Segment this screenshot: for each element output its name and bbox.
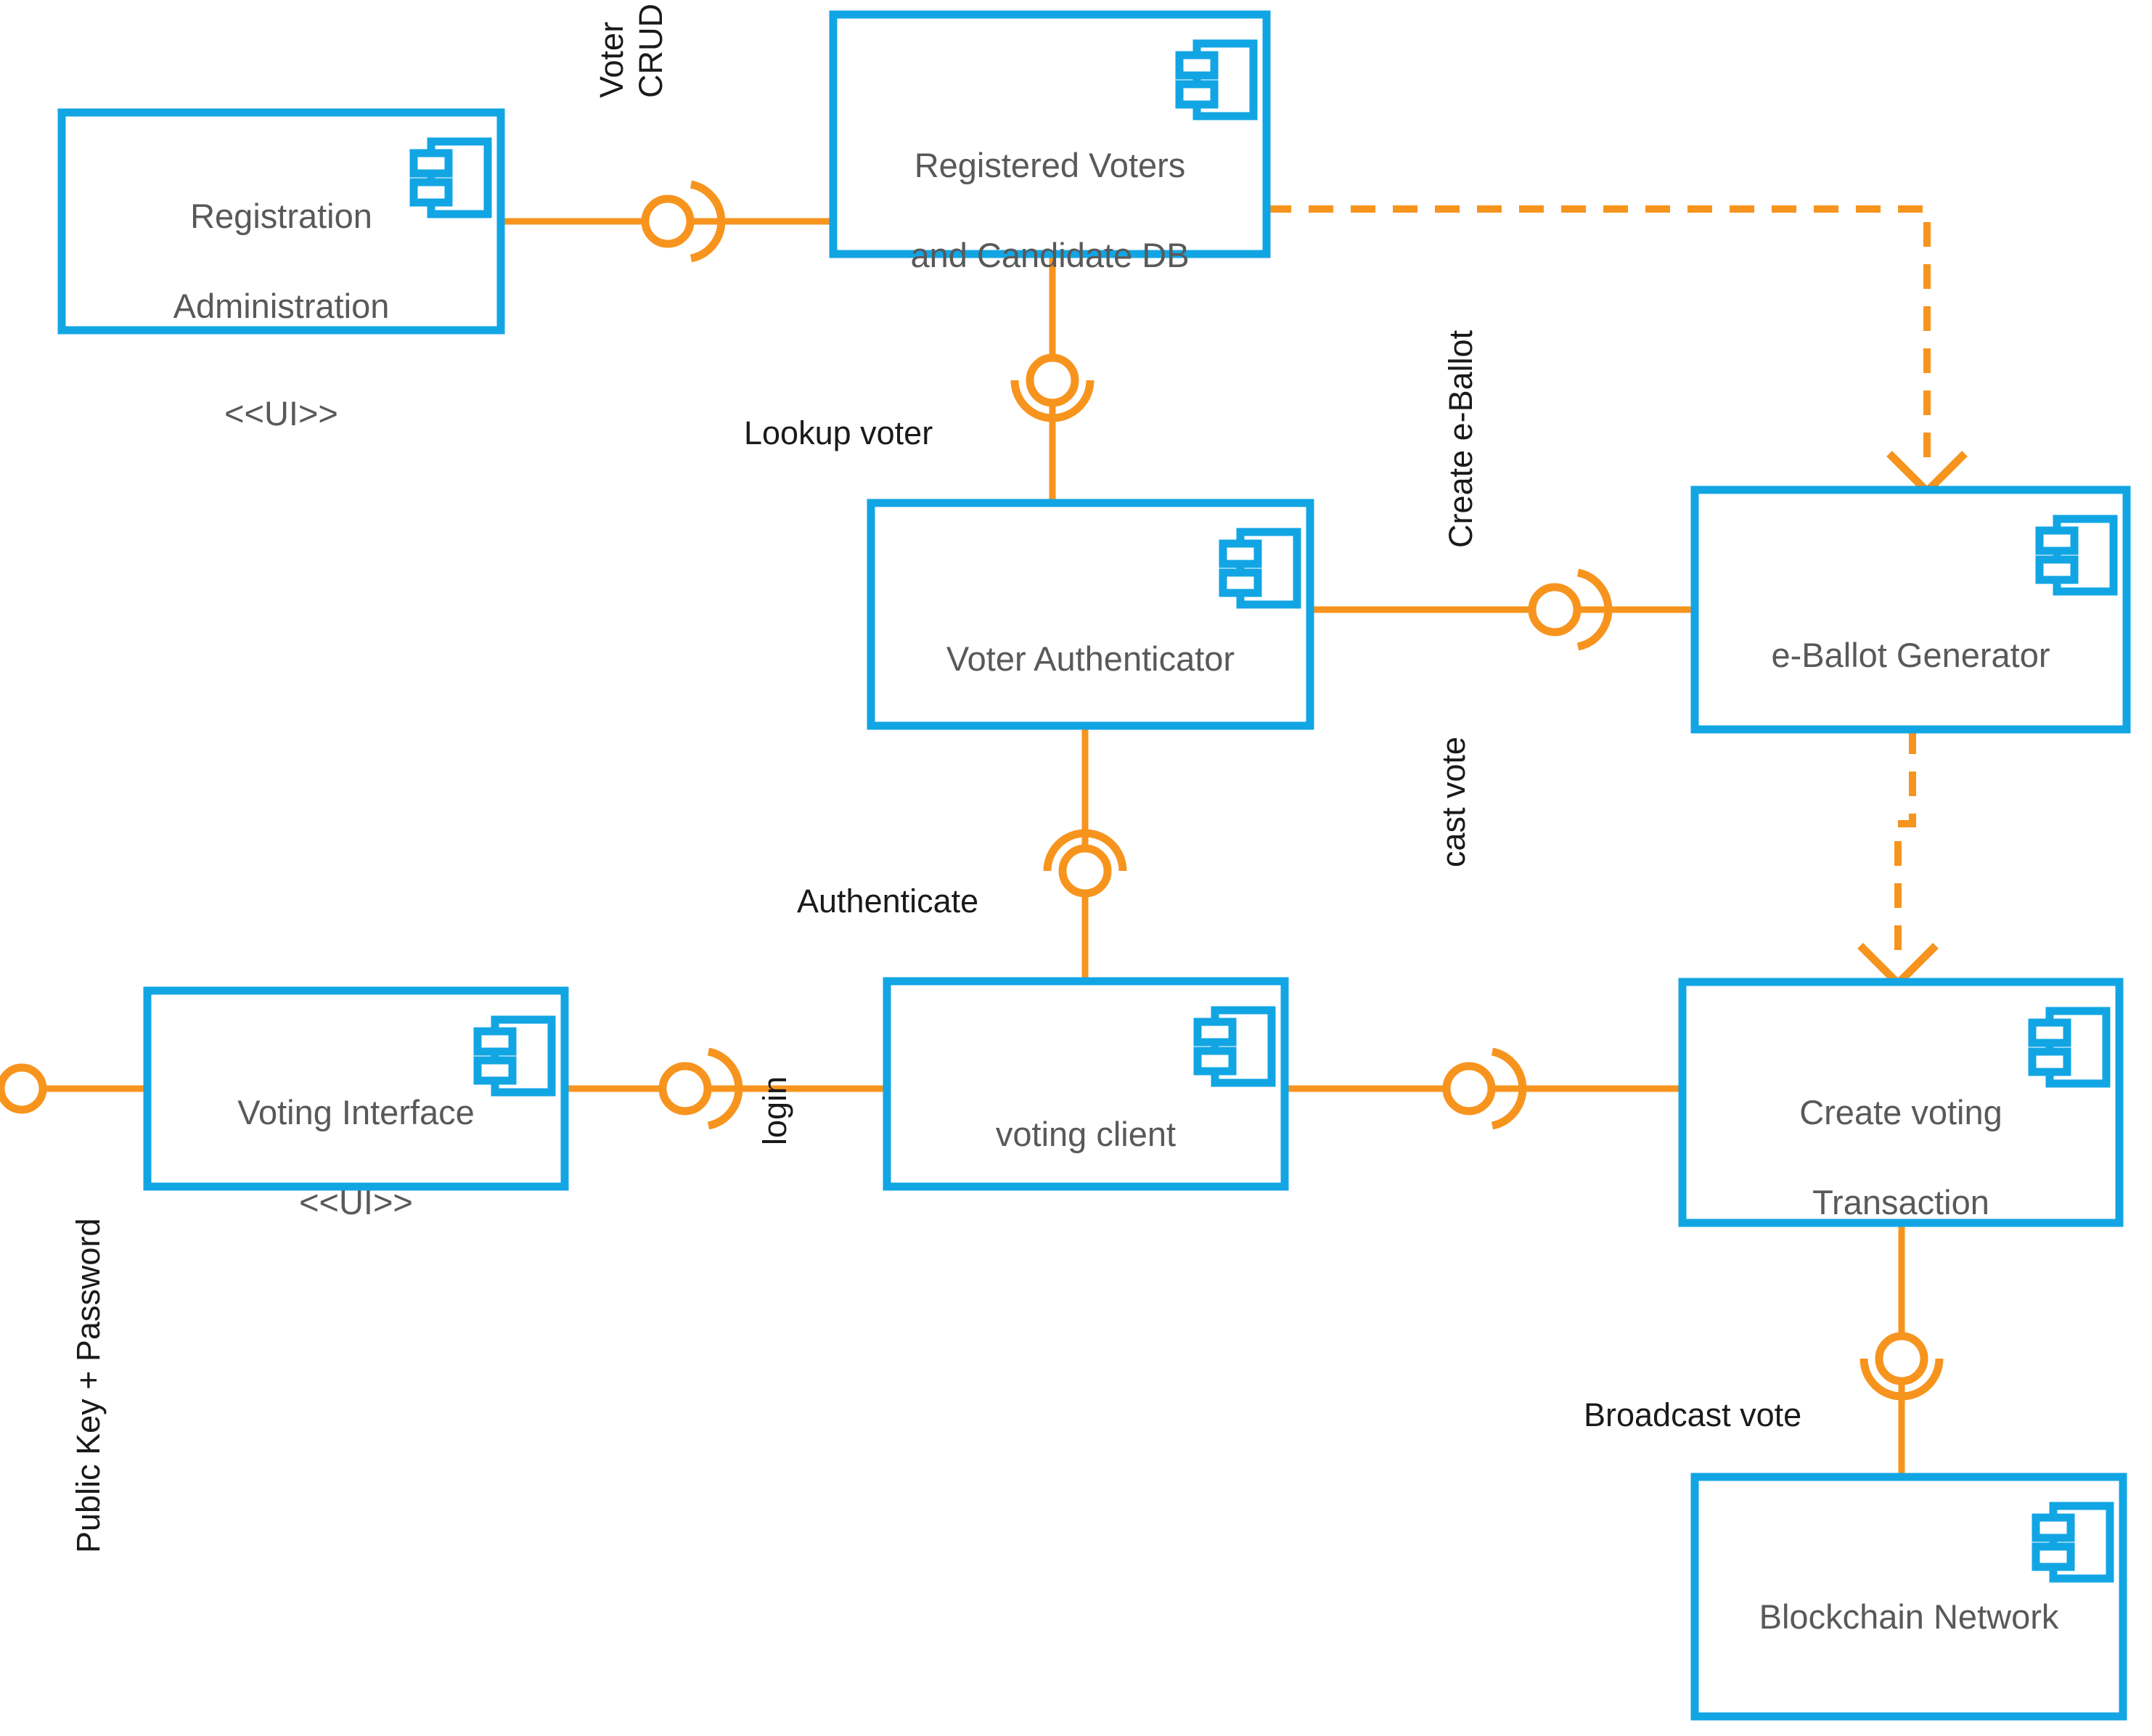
interface-label-crud: CRUD [632, 4, 669, 98]
connector-ball-authenticate [1058, 844, 1112, 898]
connector-socket-crud-voter [690, 180, 726, 263]
uml-component-icon [2032, 1502, 2114, 1583]
dependency-eballot-to-create-transaction [1894, 729, 1916, 958]
uml-component-icon [1219, 528, 1301, 609]
interface-label-authenticate: Authenticate [797, 883, 979, 920]
uml-component-icon [1193, 1006, 1276, 1087]
connector-socket-broadcast-vote [1860, 1358, 1944, 1401]
uml-component-icon [409, 137, 492, 218]
arrowhead-to-create-transaction [1857, 943, 1939, 989]
connector-ball-crud-voter [641, 195, 695, 248]
connector-ball-broadcast-vote [1875, 1332, 1928, 1385]
connector-socket-lookup-voter [1010, 380, 1095, 422]
interface-label-voter: Voter [593, 21, 630, 98]
interface-label-create-e-ballot: Create e-Ballot [1442, 329, 1479, 548]
interface-label-lookup-voter: Lookup voter [744, 414, 933, 451]
connector-ball-cast-vote [1442, 1062, 1496, 1115]
uml-component-icon [2035, 515, 2118, 596]
connector-ball-login [658, 1062, 712, 1115]
interface-label-broadcast-vote: Broadcast vote [1584, 1396, 1802, 1433]
connector-socket-authenticate [1043, 829, 1127, 872]
arrowhead-to-eballot-generator [1886, 451, 1968, 497]
interface-label-public-key-password: Public Key + Password [70, 1218, 107, 1553]
connector-socket-create-e-ballot [1576, 568, 1613, 651]
dependency-db-to-eballot-generator [1267, 205, 1931, 464]
connector-socket-cast-vote [1491, 1047, 1527, 1130]
connector-lollipop-public-key-password [0, 1063, 47, 1114]
connector-ball-create-e-ballot [1528, 583, 1582, 636]
uml-component-icon [2028, 1007, 2111, 1088]
interface-label-cast-vote: cast vote [1435, 736, 1472, 867]
interface-label-login: login [756, 1076, 793, 1145]
uml-component-icon [473, 1015, 556, 1097]
uml-component-icon [1175, 39, 1258, 120]
connector-socket-login [707, 1047, 743, 1130]
connector-ball-lookup-voter [1026, 353, 1079, 407]
